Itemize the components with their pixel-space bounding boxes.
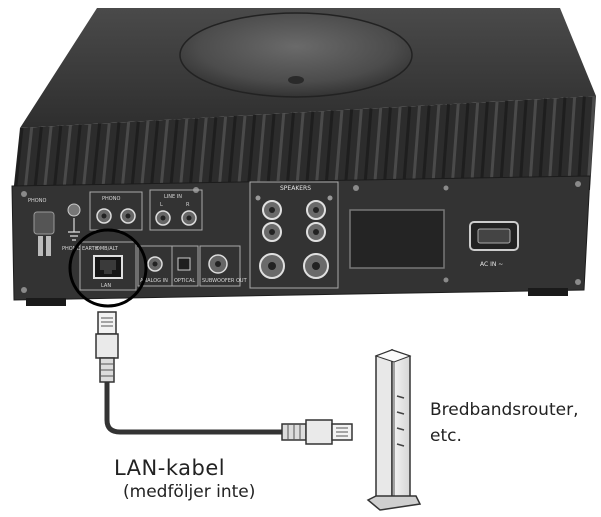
- heatsink-fin: [440, 104, 451, 193]
- heatsink-fin: [489, 101, 499, 191]
- network-label: DMB/ALT: [96, 246, 119, 252]
- heatsink-fin: [498, 100, 509, 191]
- speakers-label: SPEAKERS: [280, 185, 311, 192]
- network-block: DMB/ALT LAN: [79, 241, 137, 291]
- heatsink-fin: [537, 98, 548, 190]
- router-side: [391, 348, 411, 501]
- speakers-block: SPEAKERS: [249, 181, 339, 289]
- heatsink-fin: [547, 98, 557, 190]
- lan-highlight-circle: [68, 228, 148, 308]
- heatsink-fin: [567, 96, 577, 189]
- heatsink-fin: [586, 95, 596, 189]
- foot-right: [528, 288, 568, 296]
- optical-port: [177, 257, 191, 271]
- heatsink-fin: [508, 100, 518, 191]
- heatsink-fin: [557, 97, 567, 189]
- router-leds: [396, 395, 405, 447]
- heatsink-fin: [576, 96, 586, 189]
- heatsink-fin: [421, 105, 431, 193]
- heatsink-fin: [450, 103, 460, 192]
- lan-label: LAN: [101, 283, 111, 289]
- heatsink-fin: [518, 99, 528, 191]
- router-top: [374, 349, 412, 363]
- aux-label: PHONO: [28, 198, 46, 204]
- earth-terminal: [67, 203, 81, 217]
- dish-center: [288, 76, 304, 84]
- top-dish: [179, 12, 413, 98]
- heatsink-fin: [469, 102, 480, 192]
- phono-block: PHONO: [89, 191, 143, 231]
- heatsink-fin: [460, 102, 470, 192]
- heatsink-fin: [479, 101, 489, 192]
- ac-label: AC IN ~: [480, 261, 503, 268]
- aux-block: PHONO PHONO EARTH: [28, 198, 99, 256]
- heatsink-fin: [430, 104, 441, 193]
- analog-in-label: ANALOG IN: [140, 278, 168, 284]
- cable-note: (medföljer inte): [123, 482, 256, 502]
- heatsink-fin: [401, 106, 412, 194]
- panel-screws: [21, 181, 581, 293]
- foot-left: [26, 298, 66, 306]
- lower-io-block: ANALOG IN OPTICAL SUBWOOFER OUT: [137, 245, 248, 287]
- line-l-label: L: [160, 202, 163, 208]
- subwoofer-label: SUBWOOFER OUT: [202, 278, 248, 284]
- optical-label: OPTICAL: [174, 278, 195, 284]
- heatsink-fin: [528, 99, 538, 190]
- cable-plug-router: [281, 419, 353, 445]
- line-in-label: LINE IN: [164, 194, 182, 200]
- cable-wire: [104, 379, 293, 435]
- heatsink-fin: [411, 105, 421, 193]
- router-front: [375, 348, 393, 501]
- router-base: [366, 495, 422, 511]
- cable-plug-device: [95, 311, 119, 383]
- router: [366, 348, 422, 511]
- lan-cable: [95, 311, 353, 445]
- router-label-etc: etc.: [430, 426, 462, 446]
- device: PHONO PHONO EARTH PHONO LINE IN L R: [11, 8, 596, 308]
- cable-label: LAN-kabel: [114, 456, 226, 480]
- label-window: [349, 209, 445, 269]
- router-label: Bredbandsrouter,: [430, 400, 579, 420]
- line-in-block: LINE IN L R: [149, 189, 203, 231]
- phono-label: PHONO: [102, 196, 120, 202]
- line-r-label: R: [186, 202, 190, 208]
- ac-inlet: AC IN ~: [469, 221, 519, 268]
